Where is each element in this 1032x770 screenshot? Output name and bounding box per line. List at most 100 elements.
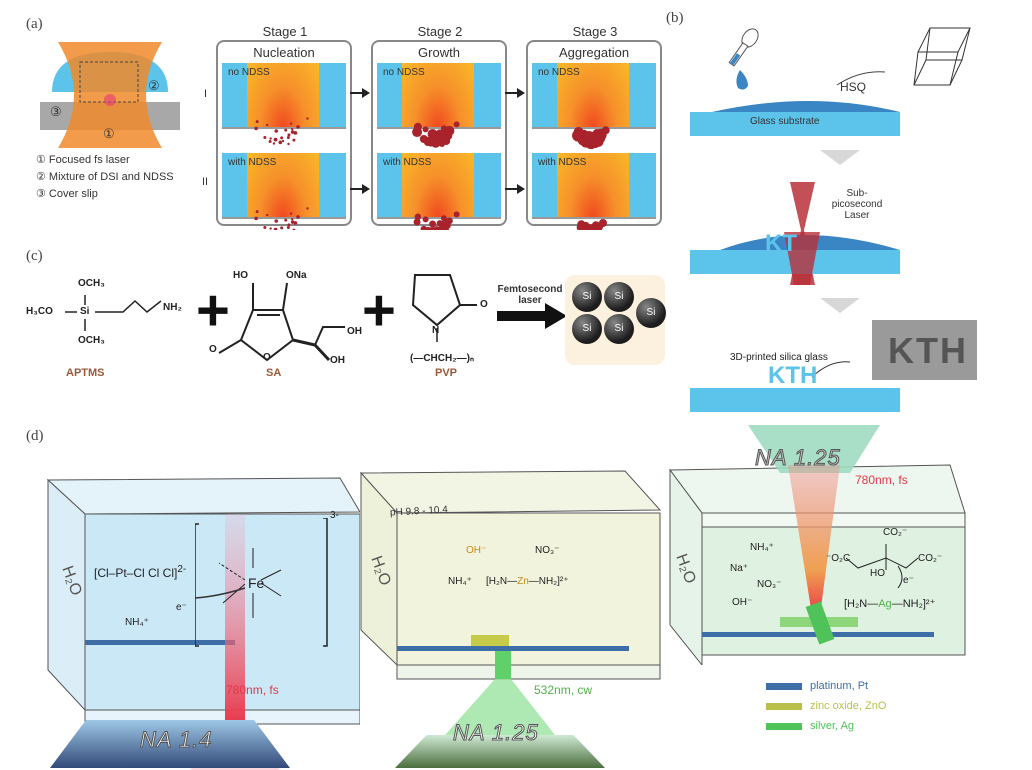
si-particle: Si <box>604 282 634 312</box>
particle-overlay <box>216 40 666 230</box>
aptms-name: APTMS <box>66 367 105 379</box>
nanoparticle <box>274 129 278 133</box>
pvp-structure <box>405 270 495 350</box>
marker-3: ③ <box>50 104 62 120</box>
nanoparticle <box>256 120 259 123</box>
ag-complex-right: —NH₂]²⁺ <box>892 598 936 610</box>
nanoparticle <box>296 125 300 129</box>
si-particle: Si <box>636 298 666 328</box>
laser-label-2: 532nm, cw <box>534 683 592 697</box>
nanoparticle <box>256 210 259 213</box>
legend-swatch <box>766 723 802 730</box>
objective-1-na: NA 1.4 <box>140 727 212 753</box>
nanoparticle <box>291 218 293 220</box>
oh-label-2: OH⁻ <box>466 545 486 556</box>
pvp-n: N <box>432 325 439 336</box>
fe-charge: 3- <box>330 510 339 521</box>
nanoparticle <box>421 226 428 230</box>
pvp-name: PVP <box>435 367 457 379</box>
hsq-film <box>712 101 900 112</box>
nanoparticle <box>266 214 268 216</box>
pt-charge: 2- <box>177 564 186 575</box>
nanoparticle <box>420 135 428 143</box>
sa-oh-lower: OH <box>330 355 345 366</box>
aptms-bonds <box>55 285 165 345</box>
laser-label: Sub-picosecond Laser <box>822 188 892 221</box>
sa-ona: ONa <box>286 270 307 281</box>
nanoparticle <box>292 139 295 142</box>
legend-label: platinum, Pt <box>810 680 868 692</box>
row-label-2: II <box>202 176 208 188</box>
result-pointer <box>812 362 850 377</box>
panel-d-label: (d) <box>26 428 44 445</box>
focus-spot <box>104 94 116 106</box>
legend-focused-laser: ① Focused fs laser <box>36 153 130 166</box>
legend-item: zinc oxide, ZnO <box>766 700 886 720</box>
si-particle: Si <box>572 282 602 312</box>
zn-complex-left: [H₂N— <box>486 576 517 587</box>
hsq-cage-structure <box>914 28 970 85</box>
nanoparticle <box>269 227 271 229</box>
nanoparticle <box>306 207 308 209</box>
zno-deposit <box>471 635 509 646</box>
sem-text: KTH <box>888 330 968 372</box>
nanoparticle <box>274 219 278 223</box>
objective-3-na: NA 1.25 <box>755 445 841 471</box>
glass-substrate-label: Glass substrate <box>750 116 819 127</box>
nanoparticle <box>429 221 436 228</box>
legend-label: zinc oxide, ZnO <box>810 700 886 712</box>
stage-3-title: Stage 3 <box>520 24 670 39</box>
marker-1: ① <box>103 126 115 142</box>
pt-wire-2 <box>397 646 629 651</box>
hsq-label: HSQ <box>840 80 866 94</box>
no3-label-3: NO₃⁻ <box>757 579 781 590</box>
zn-symbol: Zn <box>517 576 529 587</box>
legend-swatch <box>766 703 802 710</box>
pt-complex: [Cl–Pt–Cl Cl Cl] <box>94 566 177 580</box>
nanoparticle <box>287 133 290 136</box>
nanoparticle <box>572 130 584 142</box>
nanoparticle <box>280 226 283 229</box>
electron-label-1: e⁻ <box>176 602 187 613</box>
laser-label-3: 780nm, fs <box>855 473 908 487</box>
oh-label-3: OH⁻ <box>732 597 752 608</box>
pvp-chain: (—CHCH₂—)ₙ <box>410 353 474 364</box>
ag-symbol: Ag <box>878 598 891 610</box>
zn-complex-right: —NH₂]²⁺ <box>529 576 569 587</box>
ag-complex-left: [H₂N— <box>844 598 878 610</box>
step-arrow-2 <box>820 298 860 313</box>
nh4-label-2: NH₄⁺ <box>448 576 472 587</box>
pt-complex-label: [Cl–Pt–Cl Cl Cl]2- <box>94 564 186 580</box>
sa-ring-o: O <box>263 352 271 363</box>
nanoparticle <box>291 220 295 224</box>
hsq-drop <box>736 70 748 90</box>
printed-text: KTH <box>768 362 817 390</box>
stage-2-title: Stage 2 <box>365 24 515 39</box>
nanoparticle <box>428 141 434 147</box>
nanoparticle <box>263 226 266 229</box>
nh4-label-1: NH₄⁺ <box>125 617 149 628</box>
nanoparticle <box>306 117 308 119</box>
laser-label-1: 780nm, fs <box>226 683 279 697</box>
nanoparticle <box>436 129 444 137</box>
aptms-left: H₃CO <box>26 306 53 317</box>
plus-sign-2: + <box>362 282 396 340</box>
nanoparticle <box>290 212 292 214</box>
nanoparticle <box>287 223 290 226</box>
nanoparticle <box>602 126 610 134</box>
sa-name: SA <box>266 367 281 379</box>
nanoparticle <box>290 122 292 124</box>
nanoparticle <box>437 220 444 227</box>
zn-complex: [H₂N—Zn—NH₂]²⁺ <box>486 576 569 587</box>
nanoparticle <box>423 216 429 222</box>
legend-mixture: ② Mixture of DSI and NDSS <box>36 170 174 183</box>
nanoparticle <box>284 219 287 222</box>
nanoparticle <box>287 143 289 145</box>
pipette-icon <box>726 26 762 68</box>
nanoparticle <box>454 211 460 217</box>
nanoparticle <box>412 127 422 137</box>
sa-oh-side: OH <box>347 326 362 337</box>
glass-substrate-3 <box>690 388 900 412</box>
nanoparticle <box>266 124 268 126</box>
